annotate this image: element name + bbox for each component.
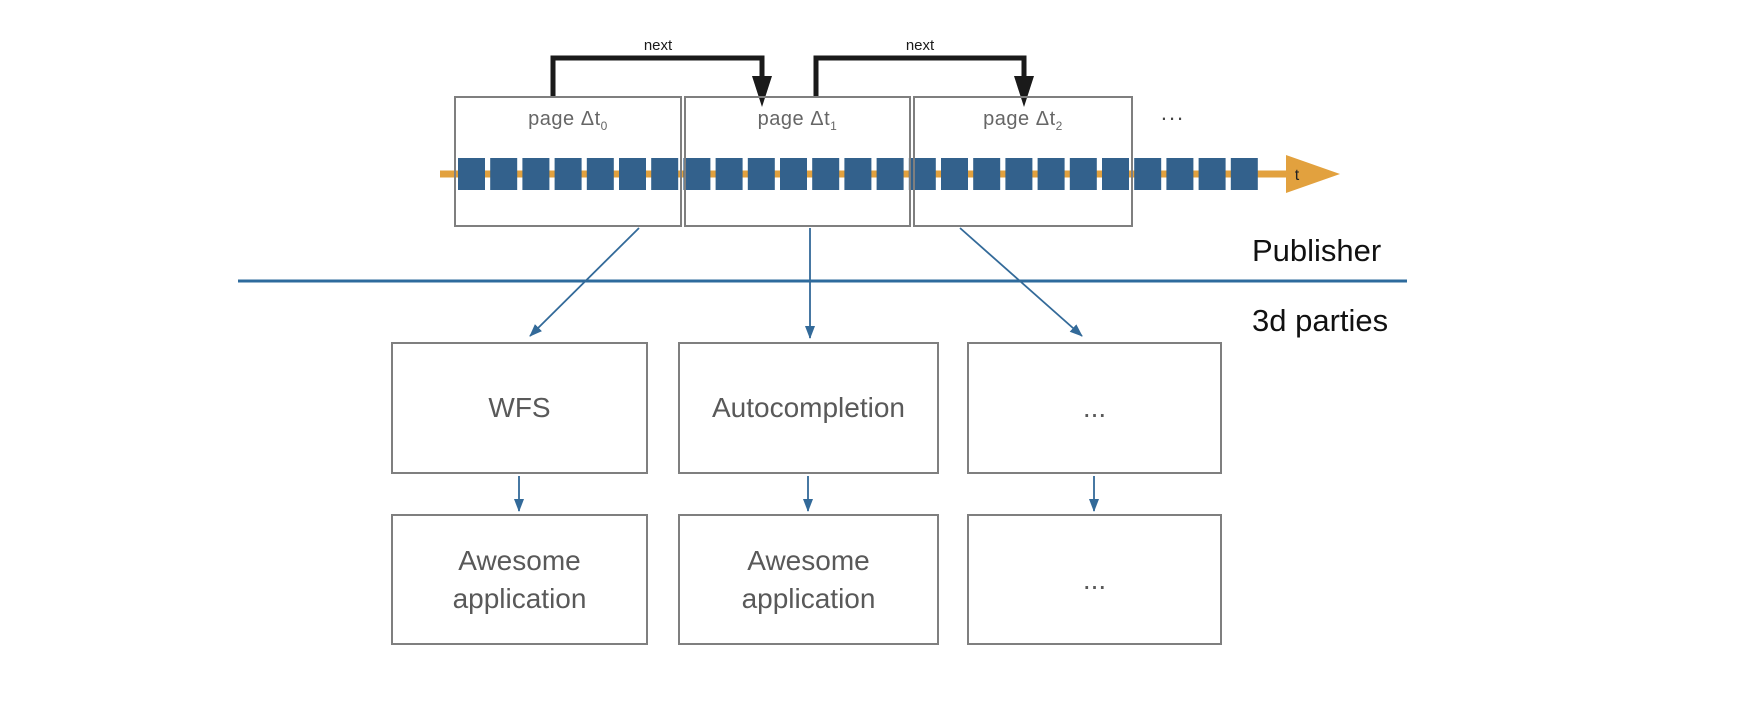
- service-box-wfs-label: WFS: [488, 392, 551, 423]
- page-box-2-label: page Δt2: [915, 108, 1131, 133]
- timeline-square: [1005, 158, 1033, 190]
- timeline-square: [812, 158, 840, 190]
- app-box-1: Awesome application: [391, 514, 648, 645]
- timeline-square: [1102, 158, 1129, 190]
- page-box-1: page Δt1: [684, 96, 911, 227]
- page-box-1-label-subscript: 1: [830, 119, 838, 133]
- time-axis-label: t: [1295, 167, 1300, 184]
- timeline-square: [522, 158, 550, 190]
- next-arrow-1: [550, 55, 765, 96]
- service-box-wfs: WFS: [391, 342, 648, 474]
- app-box-2: Awesome application: [678, 514, 939, 645]
- service-box-autocompletion: Autocompletion: [678, 342, 939, 474]
- timeline-square: [1166, 158, 1194, 190]
- service-box-other-label: ...: [1082, 392, 1107, 423]
- timeline-square: [844, 158, 872, 190]
- next-arrow-1-head-icon: [752, 76, 772, 107]
- app-box-2-line2: application: [741, 582, 876, 614]
- timeline-square: [554, 158, 582, 190]
- connector-page1-wfs: [529, 227, 640, 337]
- time-axis-arrowhead-icon: [1286, 155, 1340, 193]
- timeline-square: [619, 158, 646, 190]
- page-box-2-label-subscript: 2: [1055, 119, 1063, 133]
- timeline-square: [876, 158, 904, 190]
- page-box-0: page Δt0: [454, 96, 682, 227]
- page-box-2-label-text: page Δt: [983, 108, 1056, 130]
- timeline-square: [1230, 158, 1258, 190]
- service-box-autocompletion-label: Autocompletion: [711, 392, 905, 423]
- app-box-3-line1: ...: [1082, 563, 1107, 595]
- page-box-0-label-subscript: 0: [600, 119, 608, 133]
- timeline-square: [683, 158, 711, 190]
- publisher-region-label: Publisher: [1252, 233, 1382, 268]
- page-box-2: page Δt2: [913, 96, 1133, 227]
- timeline-square: [1198, 158, 1226, 190]
- timeline-square: [1069, 158, 1097, 190]
- page-box-1-label: page Δt1: [686, 108, 909, 133]
- timeline-square: [747, 158, 775, 190]
- app-box-3: ...: [967, 514, 1222, 645]
- timeline-square: [651, 158, 679, 190]
- timeline-squares: [458, 158, 1258, 190]
- page-box-1-label-text: page Δt: [757, 108, 831, 130]
- app-box-1-line1: Awesome: [458, 544, 581, 576]
- third-parties-region-label: 3d parties: [1252, 303, 1389, 338]
- timeline-square: [780, 158, 807, 190]
- next-arrow-1-label: next: [644, 37, 673, 54]
- page-box-0-label-text: page Δt: [528, 108, 601, 130]
- timeline-square: [1134, 158, 1162, 190]
- timeline-ellipsis: ...: [1160, 100, 1186, 125]
- service-box-other: ...: [967, 342, 1222, 474]
- timeline-square: [715, 158, 743, 190]
- next-arrow-2-head-icon: [1014, 76, 1034, 107]
- timeline-square: [973, 158, 1001, 190]
- timeline-square: [458, 158, 485, 190]
- next-arrow-2-label: next: [906, 37, 935, 54]
- timeline-square: [941, 158, 968, 190]
- timeline-square: [490, 158, 518, 190]
- page-box-0-label: page Δt0: [456, 108, 680, 133]
- timeline-square: [586, 158, 614, 190]
- app-box-1-line2: application: [452, 582, 587, 614]
- app-box-2-line1: Awesome: [747, 544, 870, 576]
- connector-page3-other: [959, 227, 1083, 337]
- next-arrow-2: [813, 55, 1027, 96]
- timeline-square: [1037, 158, 1065, 190]
